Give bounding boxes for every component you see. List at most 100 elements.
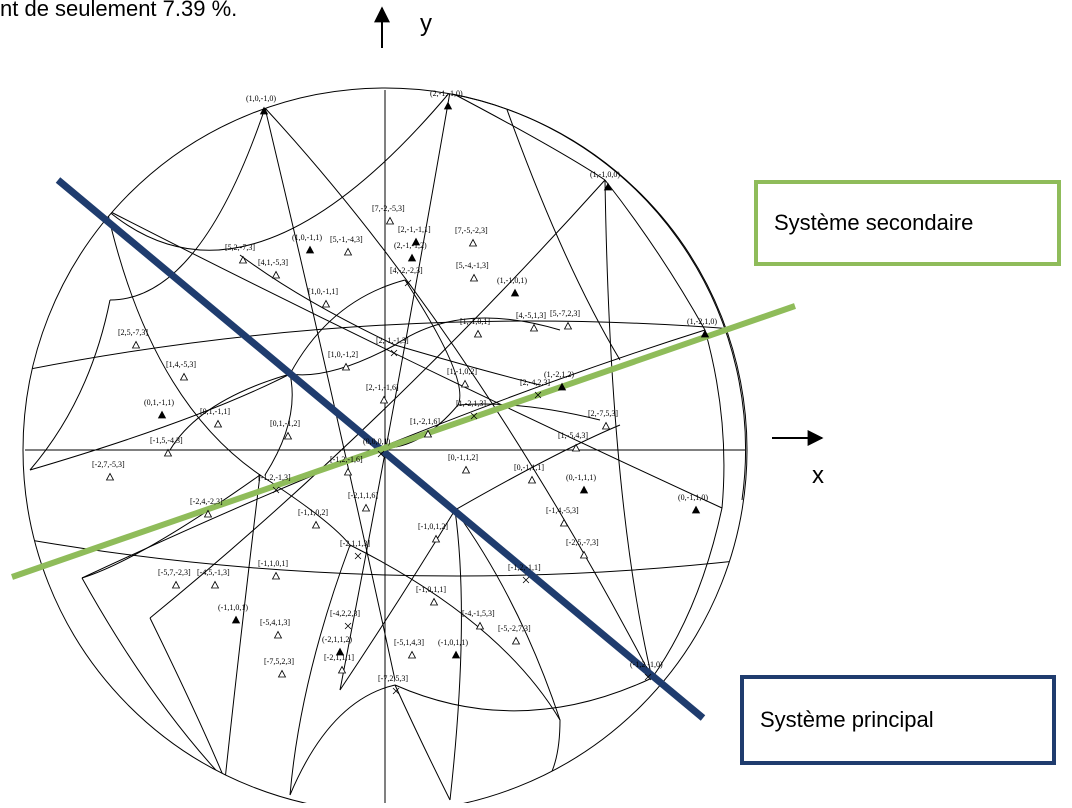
pole-marker (443, 101, 453, 110)
pole-label: [4,-2,-2,3] (390, 266, 423, 275)
pole-label: [0,-1,1,2] (448, 453, 478, 462)
pole-label: [2,-1,-1,3] (376, 336, 409, 345)
pole-marker (157, 410, 167, 419)
pole-marker (527, 475, 537, 484)
pole-marker (203, 509, 213, 518)
pole-label: (1,-2,1,2) (544, 370, 574, 379)
pole-marker (468, 238, 478, 247)
pole-marker (511, 636, 521, 645)
pole-marker (423, 429, 433, 438)
pole-label: [5,2,-7,3] (225, 243, 255, 252)
pole-label: [0,1,-1,2] (270, 419, 300, 428)
pole-marker (571, 443, 581, 452)
inner-arc (451, 93, 747, 501)
pole-label: [5,-7,2,3] (550, 309, 580, 318)
pole-marker (344, 622, 352, 630)
pole-marker (385, 216, 395, 225)
pole-label: (1,0,-1,1) (292, 233, 322, 242)
pole-marker (131, 340, 141, 349)
pole-marker (210, 580, 220, 589)
pole-marker (470, 412, 478, 420)
pole-marker (411, 237, 421, 246)
pole-label: [1,0,-1,1] (308, 287, 338, 296)
pole-label: (-1,2,-1,0) (630, 660, 663, 669)
pole-marker (563, 321, 573, 330)
pole-marker (273, 630, 283, 639)
pole-label: (1,0,-1,0) (246, 94, 276, 103)
pole-marker (335, 647, 345, 656)
pole-marker (343, 247, 353, 256)
pole-marker (644, 673, 652, 681)
pole-marker (579, 485, 589, 494)
pole-markers (105, 101, 710, 695)
pole-marker (407, 650, 417, 659)
pole-marker (163, 448, 173, 457)
pole-marker (451, 650, 461, 659)
pole-marker (377, 450, 385, 458)
pole-label: [2,-4,2,3] (520, 378, 550, 387)
pole-label: [-7,2,5,3] (378, 674, 408, 683)
pole-marker (238, 255, 248, 264)
pole-label: [1,0,-1,2] (328, 350, 358, 359)
pole-marker (601, 421, 611, 430)
pole-label: [-5,4,1,3] (260, 618, 290, 627)
pole-label: [-1,0,1,1] (416, 585, 446, 594)
pole-label: [1,-1,0,2] (447, 367, 477, 376)
pole-label: [-1,2,-1,6] (330, 455, 363, 464)
pole-marker (354, 552, 362, 560)
pole-marker (343, 467, 353, 476)
pole-marker (271, 270, 281, 279)
pole-marker (231, 615, 241, 624)
pole-label: [-4,5,-1,3] (197, 568, 230, 577)
pole-marker (277, 669, 287, 678)
pole-label: [5,-1,-4,3] (330, 235, 363, 244)
pole-label: (-1,0,1,1) (438, 638, 468, 647)
pole-label: (-2,1,1,2) (322, 635, 352, 644)
pole-label: [-5,-2,7,3] (498, 624, 531, 633)
pole-labels: (1,0,-1,0)(2,-1,-1,0)(1,-1,0,0)[7,-2,-5,… (92, 89, 717, 683)
pole-label: [2,-1,-1,6] (366, 383, 399, 392)
pole-label: [4,-5,1,3] (516, 311, 546, 320)
pole-marker (105, 472, 115, 481)
pole-label: [-1,1,0,2] (298, 508, 328, 517)
pole-label: [-2,7,-5,3] (92, 460, 125, 469)
pole-label: [-1,2,-1,1] (508, 563, 541, 572)
pole-label: [0,1,-1,1] (200, 407, 230, 416)
pole-marker (461, 465, 471, 474)
pole-marker (271, 571, 281, 580)
pole-label: (0,-1,1,0) (678, 493, 708, 502)
pole-label: [-2,5,-7,3] (566, 538, 599, 547)
pole-marker (579, 550, 589, 559)
pole-marker (379, 395, 389, 404)
pole-label: [4,1,-5,3] (258, 258, 288, 267)
pole-marker (179, 372, 189, 381)
caption-text-fragment: nt de seulement 7.39 %. (0, 0, 238, 21)
pole-marker (473, 329, 483, 338)
pole-label: [-4,-1,5,3] (462, 609, 495, 618)
secondary-system-box: Système secondaire (754, 180, 1061, 266)
pole-label: [1,-1,0,1] (460, 317, 490, 326)
pole-marker (272, 486, 280, 494)
pole-label: [1,-5,4,3] (558, 431, 588, 440)
pole-label: [-1,4,-5,3] (546, 506, 579, 515)
pole-marker (510, 288, 520, 297)
pole-marker (283, 431, 293, 440)
pole-label: [1,-2,1,6] (410, 417, 440, 426)
pole-marker (557, 382, 567, 391)
x-axis-label: x (812, 462, 824, 489)
pole-label: (1,-1,0,1) (497, 276, 527, 285)
pole-label: [-5,1,4,3] (394, 638, 424, 647)
secondary-system-line (11, 303, 796, 580)
pole-marker (534, 391, 542, 399)
y-axis-label: y (420, 10, 432, 37)
pole-marker (407, 253, 417, 262)
pole-label: [-7,5,2,3] (264, 657, 294, 666)
pole-label: [-1,0,1,2] (418, 522, 448, 531)
pole-marker (361, 503, 371, 512)
pole-marker (321, 299, 331, 308)
pole-marker (171, 580, 181, 589)
pole-label: (0,0,0,1) (363, 437, 391, 446)
pole-label: [-1,2,-1,3] (258, 473, 291, 482)
pole-marker (390, 349, 398, 357)
